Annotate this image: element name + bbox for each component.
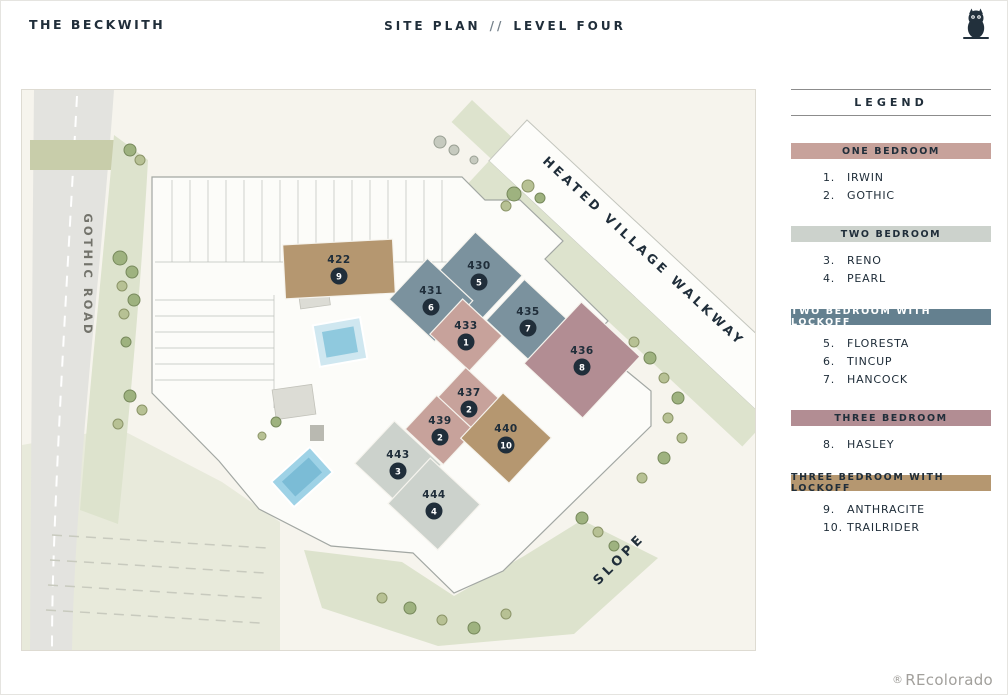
legend-section-header: THREE BEDROOM WITH LOCKOFF xyxy=(791,472,991,494)
legend-section-three-bedroom: THREE BEDROOM 8.HASLEY xyxy=(791,410,991,453)
legend-item: 6.TINCUP xyxy=(823,354,893,368)
svg-text:2: 2 xyxy=(466,405,472,415)
parking-stripes xyxy=(45,534,268,624)
unit-444: 444 4 xyxy=(387,457,481,551)
pool xyxy=(311,315,369,369)
watermark: ®REcolorado xyxy=(892,671,993,689)
legend-section-three-bedroom-lockoff: THREE BEDROOM WITH LOCKOFF 9.ANTHRACITE … xyxy=(791,472,991,536)
legend-title: LEGEND xyxy=(791,89,991,116)
svg-text:437: 437 xyxy=(457,387,480,399)
svg-text:9: 9 xyxy=(336,272,342,282)
svg-text:439: 439 xyxy=(428,415,451,427)
legend-section-two-bedroom-lockoff: TWO BEDROOM WITH LOCKOFF 5.FLORESTA 6.TI… xyxy=(791,306,991,388)
site-plan-drawing: 422 9 430 5 431 6 433 1 xyxy=(22,90,755,650)
svg-text:2: 2 xyxy=(437,433,443,443)
landscape-road-edge xyxy=(80,135,148,524)
watermark-text: REcolorado xyxy=(905,671,993,689)
unit-440: 440 10 xyxy=(459,391,553,485)
legend-item: 1.IRWIN xyxy=(823,170,884,184)
svg-text:1: 1 xyxy=(463,338,469,348)
landscape-bottom xyxy=(304,520,658,646)
legend-item: 3.RENO xyxy=(823,253,882,267)
unit-439: 439 2 xyxy=(404,394,476,466)
svg-text:435: 435 xyxy=(516,306,539,318)
legend-item: 10.TRAILRIDER xyxy=(823,520,920,534)
unit-436: 436 8 xyxy=(523,301,641,419)
title-level: LEVEL FOUR xyxy=(513,19,626,33)
svg-text:6: 6 xyxy=(428,303,434,313)
site-plan: 422 9 430 5 431 6 433 1 xyxy=(21,89,756,651)
svg-text:443: 443 xyxy=(386,449,409,461)
svg-text:5: 5 xyxy=(476,278,482,288)
pool xyxy=(269,445,335,509)
gothic-road-label: GOTHIC ROAD xyxy=(81,213,95,336)
page-title: SITE PLAN // LEVEL FOUR xyxy=(384,19,626,33)
svg-text:444: 444 xyxy=(422,489,445,501)
trees xyxy=(112,135,688,635)
title-site-plan: SITE PLAN xyxy=(384,19,481,33)
owl-logo-icon xyxy=(961,7,991,45)
legend-section-header: TWO BEDROOM xyxy=(791,226,991,242)
brand-title: THE BECKWITH xyxy=(29,17,166,32)
legend-section-header: THREE BEDROOM xyxy=(791,410,991,426)
legend-section-two-bedroom: TWO BEDROOM 3.RENO 4.PEARL xyxy=(791,226,991,287)
svg-text:3: 3 xyxy=(395,467,401,477)
unit-422: 422 9 xyxy=(282,238,396,300)
legend-item: 4.PEARL xyxy=(823,271,886,285)
svg-text:433: 433 xyxy=(454,320,477,332)
svg-text:430: 430 xyxy=(467,260,490,272)
legend-item: 9.ANTHRACITE xyxy=(823,502,925,516)
legend-item: 8.HASLEY xyxy=(823,437,895,451)
legend-item: 5.FLORESTA xyxy=(823,336,910,350)
legend-panel: LEGEND ONE BEDROOM 1.IRWIN 2.GOTHIC TWO … xyxy=(791,89,991,558)
unit-433: 433 1 xyxy=(429,298,503,372)
svg-text:440: 440 xyxy=(494,423,517,435)
legend-section-header: ONE BEDROOM xyxy=(791,143,991,159)
legend-item: 2.GOTHIC xyxy=(823,188,895,202)
legend-section-header: TWO BEDROOM WITH LOCKOFF xyxy=(791,306,991,328)
svg-text:422: 422 xyxy=(327,254,350,266)
utility-structure xyxy=(310,425,324,441)
svg-text:10: 10 xyxy=(500,441,512,451)
svg-text:8: 8 xyxy=(579,363,585,373)
gothic-road xyxy=(30,90,116,650)
title-separator: // xyxy=(489,19,505,33)
svg-text:4: 4 xyxy=(431,507,437,517)
registered-mark-icon: ® xyxy=(891,673,904,686)
legend-section-one-bedroom: ONE BEDROOM 1.IRWIN 2.GOTHIC xyxy=(791,143,991,204)
svg-text:431: 431 xyxy=(419,285,442,297)
legend-item: 7.HANCOCK xyxy=(823,372,908,386)
svg-text:436: 436 xyxy=(570,345,593,357)
roadside-planting xyxy=(30,140,116,170)
svg-text:7: 7 xyxy=(525,324,531,334)
patio xyxy=(271,383,317,421)
